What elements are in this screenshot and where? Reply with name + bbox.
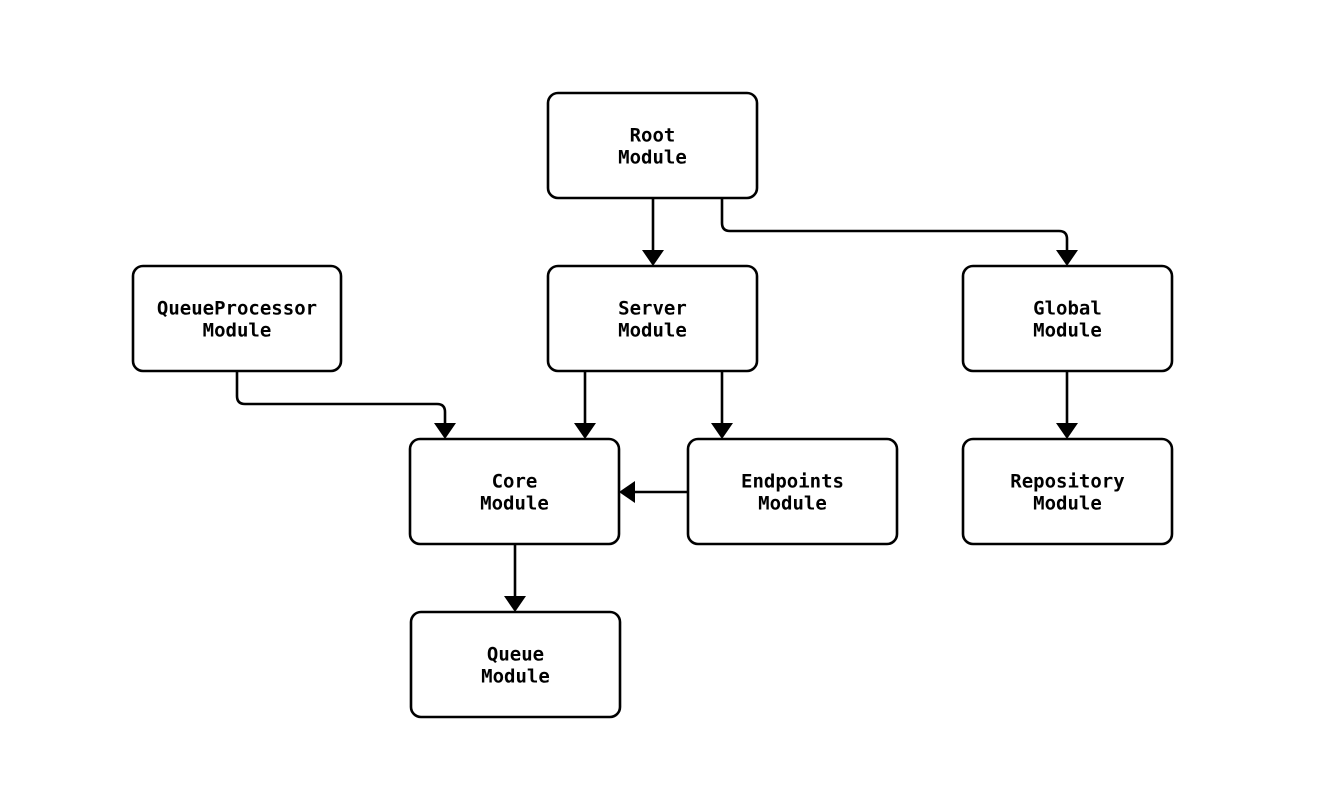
node-label-line: Module — [618, 147, 687, 169]
edge-server-module-to-core-module — [574, 371, 596, 439]
edges-layer — [235, 198, 1078, 612]
node-label-line: Module — [481, 666, 550, 688]
node-label-line: Core — [492, 471, 538, 493]
node-label-line: Repository — [1010, 471, 1124, 493]
node-label-line: Module — [480, 493, 549, 515]
node-label-line: Global — [1033, 298, 1102, 320]
edge-line — [235, 371, 447, 423]
node-box-repository-module — [961, 437, 1174, 546]
node-box-global-module — [961, 264, 1174, 373]
edge-server-module-to-endpoints-module — [711, 371, 733, 439]
node-box-endpoints-module — [686, 437, 899, 546]
arrowhead-icon — [504, 596, 526, 612]
arrowhead-icon — [711, 423, 733, 439]
node-label-line: Root — [630, 125, 676, 147]
edge-endpoints-module-to-core-module — [619, 481, 688, 503]
edge-root-module-to-server-module — [642, 198, 664, 266]
node-box-server-module — [546, 264, 759, 373]
arrowhead-icon — [1056, 423, 1078, 439]
edge-global-module-to-repository-module — [1056, 371, 1078, 439]
arrowhead-icon — [1056, 250, 1078, 266]
node-label-line: Endpoints — [741, 471, 844, 493]
edge-line — [720, 198, 1069, 250]
edge-core-module-to-queue-module — [504, 544, 526, 612]
node-box-root-module — [546, 91, 759, 200]
node-label-line: Module — [1033, 320, 1102, 342]
node-box-queueprocessor-module — [131, 264, 343, 373]
edge-root-module-to-global-module — [720, 198, 1078, 266]
edge-queueprocessor-module-to-core-module — [235, 371, 456, 439]
node-label-line: QueueProcessor — [157, 298, 317, 320]
node-label-line: Queue — [487, 644, 544, 666]
node-label-line: Module — [203, 320, 272, 342]
arrowhead-icon — [619, 481, 635, 503]
node-box-core-module — [408, 437, 621, 546]
node-label-line: Module — [618, 320, 687, 342]
node-box-queue-module — [409, 610, 622, 719]
arrowhead-icon — [642, 250, 664, 266]
node-label-line: Server — [618, 298, 687, 320]
arrowhead-icon — [434, 423, 456, 439]
arrowhead-icon — [574, 423, 596, 439]
node-label-line: Module — [1033, 493, 1102, 515]
node-label-line: Module — [758, 493, 827, 515]
